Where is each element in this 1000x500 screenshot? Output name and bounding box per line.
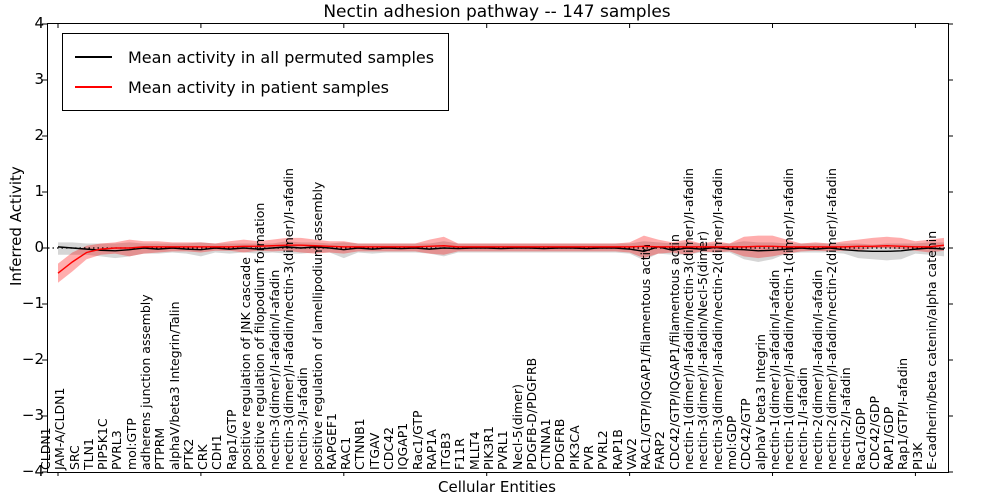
legend-item-patient: Mean activity in patient samples [75,72,434,102]
y-tick-label: 1 [34,182,44,200]
legend: Mean activity in all permuted samples Me… [62,33,450,111]
legend-label: Mean activity in all permuted samples [128,47,435,67]
y-tick-label: 4 [34,14,44,32]
mean-activity-lines [42,23,953,476]
y-tick-label: −2 [21,350,44,368]
legend-item-permuted: Mean activity in all permuted samples [75,42,434,72]
y-tick-label: −4 [21,462,44,480]
y-tick-label: 2 [34,126,44,144]
y-tick-label: −3 [21,406,44,424]
x-axis-title: Cellular Entities [438,478,556,496]
permuted-line-swatch [75,56,112,58]
y-tick-label: 0 [34,238,44,256]
patient-line-swatch [75,86,112,88]
y-tick-label: −1 [21,294,44,312]
y-axis-title: Inferred Activity [7,166,25,286]
legend-label: Mean activity in patient samples [128,77,389,97]
chart-title: Nectin adhesion pathway -- 147 samples [323,2,671,22]
y-tick-label: 3 [34,70,44,88]
